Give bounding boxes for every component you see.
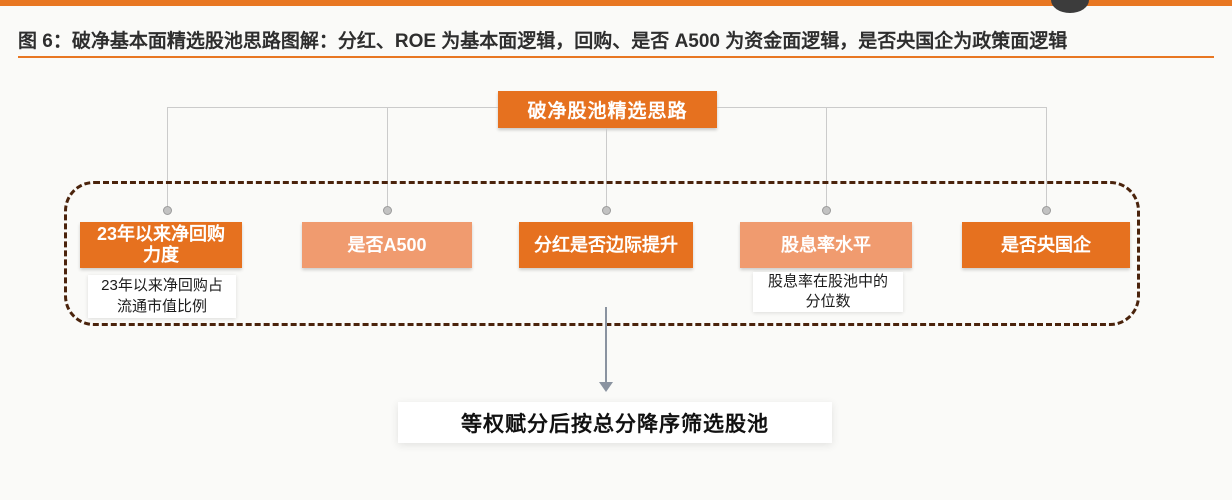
branch-node-is-soe: 是否央国企 bbox=[962, 222, 1130, 268]
title-underline bbox=[18, 56, 1214, 58]
connector-line-vertical bbox=[387, 107, 388, 207]
page-top-accent-bar bbox=[0, 0, 1232, 6]
connector-dot bbox=[383, 206, 392, 215]
connector-line-vertical bbox=[167, 107, 168, 207]
result-node: 等权赋分后按总分降序筛选股池 bbox=[398, 402, 832, 443]
connector-line-vertical bbox=[1046, 107, 1047, 207]
connector-line-horizontal-left bbox=[167, 107, 498, 108]
down-arrow-head bbox=[599, 382, 613, 392]
branch-node-dividend-improvement: 分红是否边际提升 bbox=[519, 222, 693, 268]
connector-dot bbox=[822, 206, 831, 215]
criteria-group-dashed-border bbox=[64, 181, 1140, 326]
branch-note-dividend-yield-rank: 股息率在股池中的分位数 bbox=[753, 272, 903, 312]
logo-partial bbox=[1051, 0, 1089, 13]
branch-node-net-buyback-strength: 23年以来净回购力度 bbox=[80, 222, 242, 268]
down-arrow-line bbox=[605, 307, 607, 383]
connector-dot bbox=[163, 206, 172, 215]
connector-line-vertical bbox=[606, 128, 607, 207]
root-node: 破净股池精选思路 bbox=[498, 91, 717, 128]
connector-dot bbox=[602, 206, 611, 215]
connector-line-vertical bbox=[826, 107, 827, 207]
connector-line-horizontal-right bbox=[717, 107, 1046, 108]
connector-dot bbox=[1042, 206, 1051, 215]
branch-note-net-buyback-ratio: 23年以来净回购占流通市值比例 bbox=[88, 275, 236, 318]
branch-node-dividend-yield-level: 股息率水平 bbox=[740, 222, 912, 268]
branch-node-is-a500: 是否A500 bbox=[302, 222, 472, 268]
figure-title: 图 6：破净基本面精选股池思路图解：分红、ROE 为基本面逻辑，回购、是否 A5… bbox=[18, 31, 1068, 52]
